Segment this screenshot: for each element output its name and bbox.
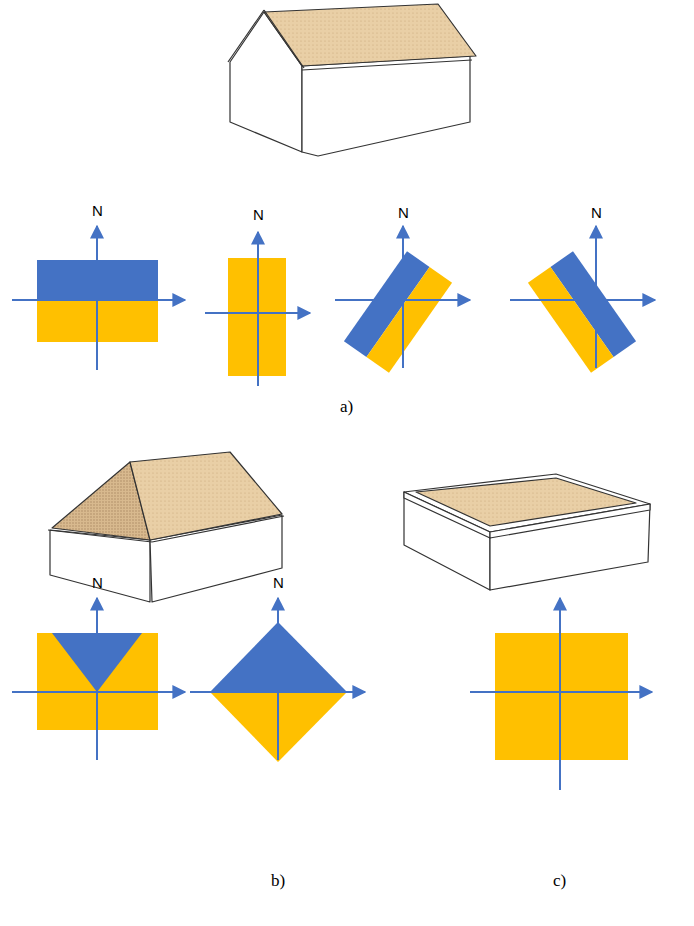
plan-gable-rotated-right bbox=[510, 226, 655, 373]
north-label: N bbox=[92, 575, 103, 590]
north-label: N bbox=[398, 205, 409, 220]
north-label: N bbox=[591, 205, 602, 220]
gable-house-sketch bbox=[228, 4, 476, 156]
panel-label: c) bbox=[553, 872, 566, 889]
plan-flat-roof bbox=[470, 598, 652, 790]
north-label: N bbox=[253, 207, 264, 222]
plan-hip-diamond bbox=[190, 598, 365, 762]
panel-label: a) bbox=[340, 398, 353, 415]
plan-hip-square bbox=[12, 598, 185, 760]
north-label: N bbox=[273, 575, 284, 590]
flat-roof-house-sketch bbox=[404, 474, 650, 590]
plan-gable-rotated-left bbox=[335, 226, 470, 373]
hip-house-sketch bbox=[48, 452, 284, 602]
plan-gable-east-west bbox=[12, 226, 185, 370]
panel-label: b) bbox=[271, 872, 285, 889]
plan-gable-north-south bbox=[205, 232, 310, 386]
north-label: N bbox=[92, 203, 103, 218]
